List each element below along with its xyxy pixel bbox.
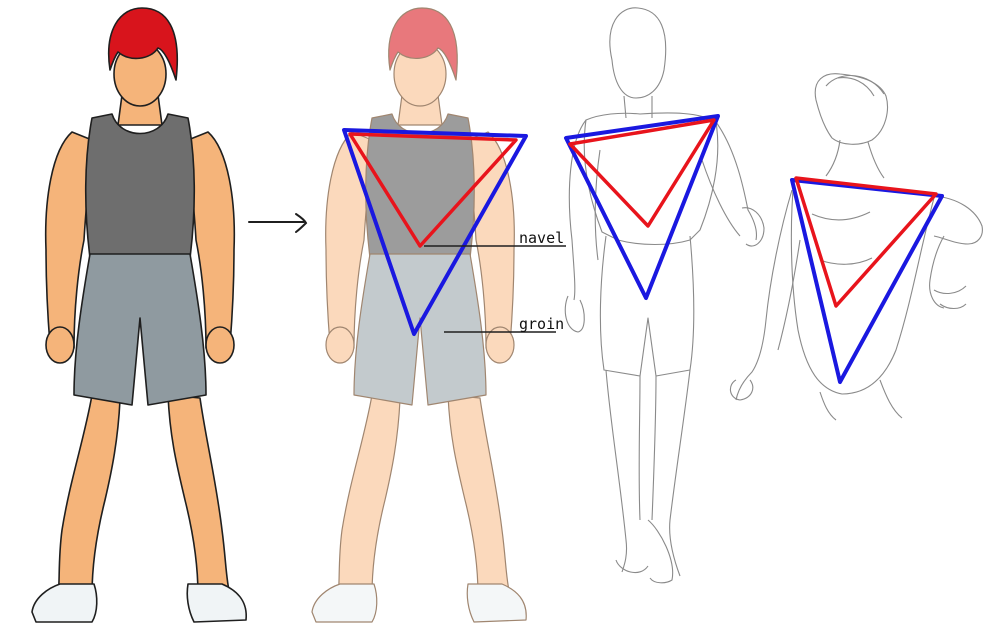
- back-torso-outline: [583, 112, 719, 245]
- right-shoe: [466, 583, 527, 623]
- back-proportion-triangles: [564, 114, 720, 300]
- right-fist: [485, 326, 515, 364]
- tank-top: [84, 113, 196, 259]
- chest-lines: [811, 211, 873, 265]
- left-arm-outline: [568, 119, 601, 301]
- right-hand-outline: [933, 285, 967, 310]
- left-hand-outline: [729, 379, 754, 401]
- right-arrow-icon: [248, 213, 308, 233]
- side-proportion-triangles: [790, 176, 944, 384]
- navel-callout: navel: [424, 229, 566, 247]
- hair: [388, 7, 458, 81]
- figure-side-sketch: [729, 73, 983, 421]
- shorts: [353, 253, 487, 406]
- right-leg: [167, 394, 231, 596]
- front-proportion-triangles: [342, 128, 528, 336]
- hair: [108, 7, 178, 81]
- blue-triangle-shoulders-to-groin: [342, 128, 528, 336]
- left-leg: [337, 394, 401, 596]
- left-fist: [45, 326, 75, 364]
- blue-triangle-side: [790, 178, 944, 384]
- figure-back-sketch: [564, 7, 765, 584]
- left-hand-outline: [564, 295, 585, 333]
- blue-triangle-back: [564, 114, 720, 300]
- neck-outline: [825, 139, 885, 179]
- left-shoe: [311, 583, 378, 623]
- head-outline: [609, 7, 667, 99]
- right-leg-outline: [651, 369, 691, 577]
- shorts: [73, 253, 207, 406]
- left-leg: [57, 394, 121, 596]
- left-arm-outline: [735, 189, 801, 401]
- feet-outline: [615, 519, 674, 584]
- right-shoe: [186, 583, 247, 623]
- red-triangle-back: [568, 118, 716, 228]
- neck-outline: [623, 95, 653, 119]
- right-fist: [205, 326, 235, 364]
- right-arm-outline: [701, 121, 758, 241]
- red-triangle-side: [794, 176, 938, 308]
- left-shoe: [31, 583, 98, 623]
- right-leg: [447, 394, 511, 596]
- left-fist: [325, 326, 355, 364]
- right-hand-outline: [741, 207, 765, 247]
- groin-label: groin: [519, 315, 564, 333]
- shorts-outline: [599, 235, 695, 377]
- groin-callout: groin: [444, 315, 564, 333]
- lower-outline: [819, 379, 903, 421]
- left-leg-outline: [605, 369, 641, 573]
- hair-outline: [825, 74, 885, 97]
- figure-front-color: [31, 7, 247, 623]
- navel-label: navel: [519, 229, 564, 247]
- torso-outline: [790, 177, 935, 395]
- head-outline: [814, 73, 889, 145]
- red-triangle-shoulders-to-navel: [348, 132, 518, 248]
- figure-front-faded: [311, 7, 527, 623]
- right-arm-outline: [929, 195, 983, 309]
